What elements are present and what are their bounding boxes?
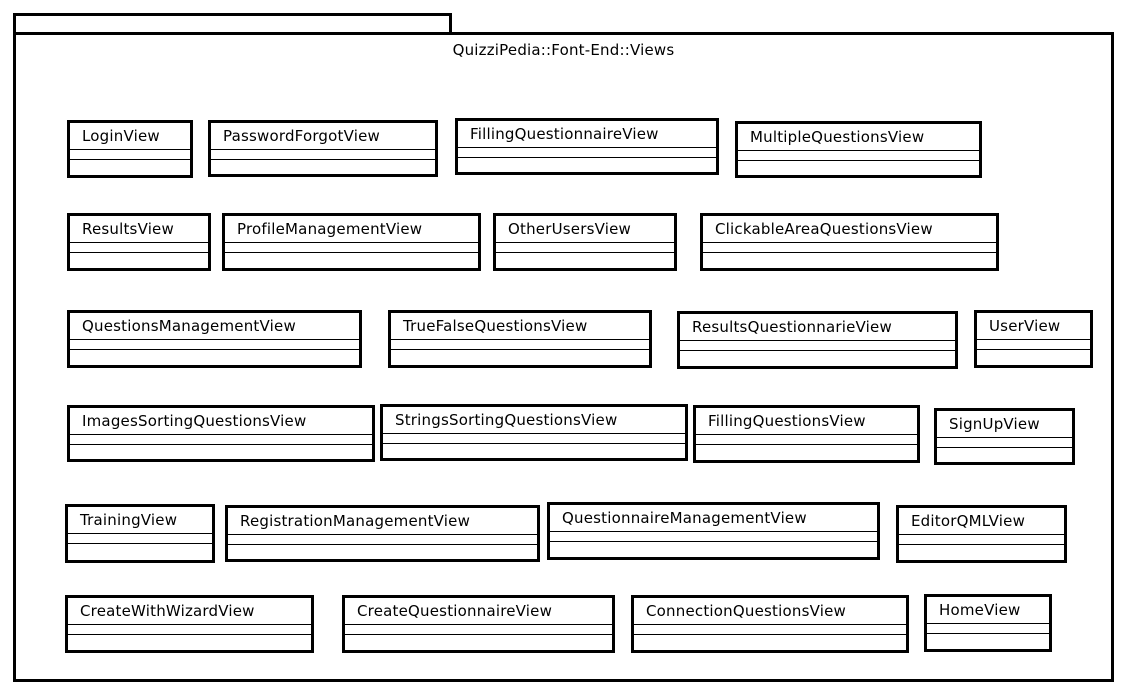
class-attributes-compartment (937, 437, 1072, 447)
class-user-view[interactable]: UserView (974, 310, 1093, 368)
class-editor-qml-view[interactable]: EditorQMLView (896, 505, 1067, 563)
class-name: PasswordForgotView (223, 127, 381, 145)
class-name: CreateWithWizardView (80, 602, 255, 620)
class-name: QuestionnaireManagementView (562, 509, 807, 527)
class-images-sorting-questions-view[interactable]: ImagesSortingQuestionsView (67, 405, 375, 462)
class-name: UserView (989, 317, 1061, 335)
class-name: ClickableAreaQuestionsView (715, 220, 933, 238)
class-attributes-compartment (458, 147, 716, 157)
class-name: ProfileManagementView (237, 220, 423, 238)
class-results-questionnarie-view[interactable]: ResultsQuestionnarieView (677, 311, 958, 369)
class-name: TrueFalseQuestionsView (403, 317, 588, 335)
class-attributes-compartment (634, 624, 906, 634)
class-operations-compartment (703, 252, 996, 268)
class-results-view[interactable]: ResultsView (67, 213, 211, 271)
class-attributes-compartment (70, 149, 190, 159)
class-create-with-wizard-view[interactable]: CreateWithWizardView (65, 595, 314, 653)
class-registration-management-view[interactable]: RegistrationManagementView (225, 505, 540, 562)
class-operations-compartment (391, 349, 649, 365)
class-filling-questionnaire-view[interactable]: FillingQuestionnaireView (455, 118, 719, 175)
class-operations-compartment (977, 349, 1090, 365)
class-name: LoginView (82, 127, 160, 145)
class-attributes-compartment (345, 624, 612, 634)
class-login-view[interactable]: LoginView (67, 120, 193, 178)
class-name: OtherUsersView (508, 220, 631, 238)
class-attributes-compartment (225, 242, 478, 252)
class-operations-compartment (68, 634, 311, 650)
class-attributes-compartment (70, 339, 359, 349)
class-attributes-compartment (496, 242, 674, 252)
class-true-false-questions-view[interactable]: TrueFalseQuestionsView (388, 310, 652, 368)
class-name: ResultsView (82, 220, 174, 238)
package-tab (13, 13, 452, 32)
class-attributes-compartment (680, 340, 955, 350)
class-operations-compartment (680, 350, 955, 366)
class-operations-compartment (550, 541, 877, 557)
class-attributes-compartment (211, 149, 435, 159)
class-questionnaire-management-view[interactable]: QuestionnaireManagementView (547, 502, 880, 560)
class-name: ImagesSortingQuestionsView (82, 412, 307, 430)
class-attributes-compartment (550, 531, 877, 541)
class-create-questionnaire-view[interactable]: CreateQuestionnaireView (342, 595, 615, 653)
class-sign-up-view[interactable]: SignUpView (934, 408, 1075, 465)
class-attributes-compartment (70, 242, 208, 252)
class-name: EditorQMLView (911, 512, 1026, 530)
class-operations-compartment (68, 543, 212, 560)
class-attributes-compartment (383, 433, 685, 443)
class-operations-compartment (225, 252, 478, 268)
class-operations-compartment (899, 544, 1064, 560)
class-attributes-compartment (696, 434, 917, 444)
class-attributes-compartment (391, 339, 649, 349)
class-training-view[interactable]: TrainingView (65, 504, 215, 563)
class-name: FillingQuestionnaireView (470, 125, 659, 143)
class-name: ResultsQuestionnarieView (692, 318, 892, 336)
class-operations-compartment (937, 447, 1072, 462)
class-password-forgot-view[interactable]: PasswordForgotView (208, 120, 438, 177)
class-operations-compartment (634, 634, 906, 650)
class-operations-compartment (696, 444, 917, 460)
class-name: ConnectionQuestionsView (646, 602, 846, 620)
class-attributes-compartment (68, 624, 311, 634)
class-name: CreateQuestionnaireView (357, 602, 553, 620)
class-attributes-compartment (738, 150, 979, 160)
class-name: TrainingView (80, 511, 178, 529)
class-operations-compartment (228, 544, 537, 559)
class-home-view[interactable]: HomeView (924, 594, 1052, 652)
class-strings-sorting-questions-view[interactable]: StringsSortingQuestionsView (380, 404, 688, 461)
class-filling-questions-view[interactable]: FillingQuestionsView (693, 405, 920, 463)
package-title: QuizziPedia::Font-End::Views (452, 41, 675, 59)
class-attributes-compartment (899, 534, 1064, 544)
class-attributes-compartment (927, 623, 1049, 633)
class-name: SignUpView (949, 415, 1040, 433)
class-operations-compartment (383, 443, 685, 458)
class-operations-compartment (70, 159, 190, 175)
class-name: HomeView (939, 601, 1021, 619)
class-name: FillingQuestionsView (708, 412, 866, 430)
class-operations-compartment (345, 634, 612, 650)
class-attributes-compartment (977, 339, 1090, 349)
class-attributes-compartment (68, 533, 212, 543)
class-attributes-compartment (70, 434, 372, 444)
class-questions-management-view[interactable]: QuestionsManagementView (67, 310, 362, 368)
class-other-users-view[interactable]: OtherUsersView (493, 213, 677, 271)
class-operations-compartment (738, 160, 979, 175)
class-operations-compartment (70, 349, 359, 365)
class-name: MultipleQuestionsView (750, 128, 925, 146)
class-name: QuestionsManagementView (82, 317, 296, 335)
class-operations-compartment (211, 159, 435, 174)
class-operations-compartment (458, 157, 716, 172)
class-name: StringsSortingQuestionsView (395, 411, 618, 429)
class-attributes-compartment (228, 534, 537, 544)
class-operations-compartment (927, 633, 1049, 649)
class-attributes-compartment (703, 242, 996, 252)
class-name: RegistrationManagementView (240, 512, 471, 530)
class-clickable-area-questions-view[interactable]: ClickableAreaQuestionsView (700, 213, 999, 271)
class-operations-compartment (70, 252, 208, 268)
class-profile-management-view[interactable]: ProfileManagementView (222, 213, 481, 271)
class-connection-questions-view[interactable]: ConnectionQuestionsView (631, 595, 909, 653)
class-operations-compartment (496, 252, 674, 268)
class-operations-compartment (70, 444, 372, 459)
class-multiple-questions-view[interactable]: MultipleQuestionsView (735, 121, 982, 178)
